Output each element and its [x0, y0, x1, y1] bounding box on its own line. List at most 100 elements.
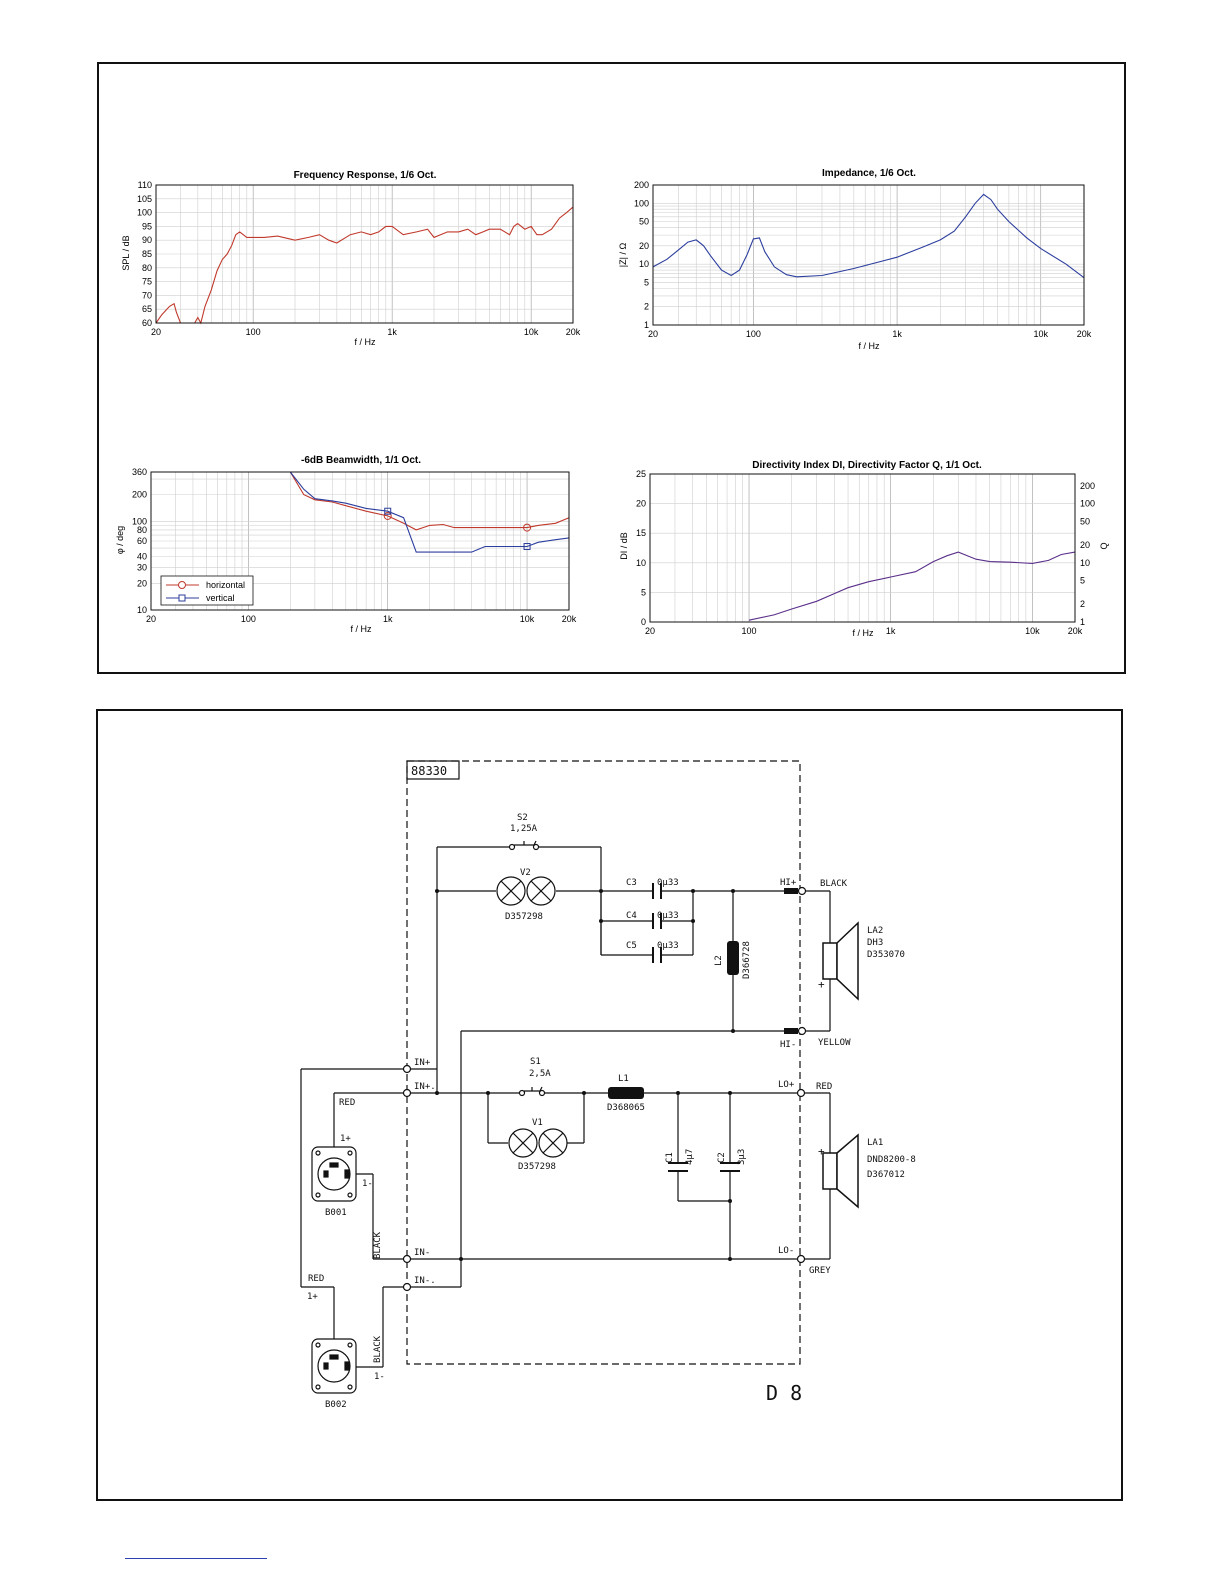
v2-lamp-2	[526, 876, 556, 906]
data-marker-horizontal	[523, 523, 532, 532]
s2-rating: 1,25A	[510, 824, 538, 834]
y-tick-label: 5	[644, 277, 649, 287]
crossover-schematic: 88330 S2 1,25A V2 D357298 C3 0μ33 C4 0μ3…	[300, 760, 916, 1410]
x-tick-label: 10k	[520, 614, 535, 624]
data-marker-vertical	[523, 543, 531, 551]
y-tick-label: 40	[137, 552, 147, 562]
la2-model: DH3	[867, 938, 883, 948]
v2-label: V2	[520, 868, 531, 878]
y-axis-label: |Z| / Ω	[618, 243, 628, 268]
junction-dot	[582, 1091, 586, 1095]
terminal-in-minus	[402, 1254, 412, 1264]
c4-label: C4	[626, 911, 637, 921]
v2-part: D357298	[505, 912, 543, 922]
charts-panel: Frequency Response, 1/6 Oct. SPL / dB f …	[97, 62, 1126, 674]
legend-label-vertical: vertical	[206, 593, 235, 603]
v1-label: V1	[532, 1118, 543, 1128]
y2-tick-label: 5	[1080, 576, 1085, 586]
y-tick-label: 30	[137, 563, 147, 573]
plot-border	[155, 184, 574, 324]
y-tick-label: 90	[142, 235, 152, 245]
series-line-vertical	[289, 471, 570, 553]
c1-label: C1	[665, 1152, 675, 1163]
terminal-hi-plus	[797, 886, 807, 896]
x-tick-label: 100	[742, 626, 757, 636]
l2-part: D366728	[742, 941, 752, 979]
terminal-hi-minus	[797, 1026, 807, 1036]
legend-label-horizontal: horizontal	[206, 580, 245, 590]
y-tick-label: 10	[137, 605, 147, 615]
x-axis-label: f / Hz	[350, 624, 372, 634]
x-tick-label: 20k	[1077, 329, 1092, 339]
la1-plus: +	[818, 1145, 825, 1158]
v1-lamp-1	[508, 1128, 538, 1158]
y-tick-label: 20	[636, 499, 646, 509]
b002-pin-minus: 1-	[374, 1372, 385, 1382]
c1-value: 4μ7	[685, 1149, 695, 1165]
red-wire-label-b001: RED	[339, 1098, 355, 1108]
y2-tick-label: 10	[1080, 558, 1090, 568]
beamwidth-chart: -6dB Beamwidth, 1/1 Oct. φ / deg f / Hz …	[115, 455, 577, 634]
yellow-wire-label: YELLOW	[818, 1038, 851, 1048]
switch-contact	[538, 1089, 546, 1097]
y-tick-label: 100	[137, 208, 152, 218]
y2-tick-label: 50	[1080, 516, 1090, 526]
junction-dot	[731, 1029, 735, 1033]
x-tick-label: 10k	[524, 327, 539, 337]
chart-series	[652, 193, 1085, 279]
junction-dot	[691, 919, 695, 923]
x-axis-label: f / Hz	[354, 337, 376, 347]
chart-title: -6dB Beamwidth, 1/1 Oct.	[301, 455, 421, 466]
in-minus-2-label: IN-.	[414, 1276, 436, 1286]
x-tick-label: 1k	[383, 614, 393, 624]
c4-value: 0μ33	[657, 911, 679, 921]
s2-label: S2	[517, 813, 528, 823]
hi-plus-label: HI+	[780, 878, 797, 888]
y-tick-label: 80	[142, 263, 152, 273]
y-tick-label: 70	[142, 290, 152, 300]
chart-grid	[649, 473, 1076, 623]
x-axis-label: f / Hz	[858, 341, 880, 351]
in-minus-label: IN-	[414, 1248, 430, 1258]
x-tick-label: 1k	[892, 329, 902, 339]
data-marker-horizontal	[383, 511, 392, 520]
y-tick-label: 50	[639, 217, 649, 227]
y-tick-label: 0	[641, 617, 646, 627]
junction-dot	[676, 1091, 680, 1095]
y-tick-label: 5	[641, 587, 646, 597]
b001-pin-minus: 1-	[362, 1179, 373, 1189]
lo-plus-label: LO+	[778, 1080, 795, 1090]
y-tick-label: 10	[639, 259, 649, 269]
y-tick-label: 1	[644, 320, 649, 330]
v2-lamp-1	[496, 876, 526, 906]
crossover-enclosure	[406, 760, 801, 1365]
y-tick-label: 110	[138, 180, 152, 190]
l1-inductor	[608, 1087, 644, 1099]
series-line-series-0	[155, 206, 574, 325]
y-tick-label: 100	[132, 516, 147, 526]
junction-dot	[728, 1257, 732, 1261]
terminal-lo-plus	[796, 1088, 806, 1098]
chart-series	[155, 206, 574, 325]
red-wire-label-lo: RED	[816, 1082, 832, 1092]
y-tick-label: 200	[634, 180, 649, 190]
la2-part: D353070	[867, 950, 905, 960]
series-line-series-0	[748, 551, 1076, 621]
y-tick-label: 60	[137, 536, 147, 546]
hi-minus-pin	[784, 1028, 798, 1034]
plot-border	[150, 471, 570, 611]
grey-wire-label: GREY	[809, 1266, 831, 1276]
junction-dot	[599, 919, 603, 923]
chart-series	[289, 471, 570, 553]
junction-dot	[731, 889, 735, 893]
c5-capacitor	[652, 947, 662, 963]
b002-label: B002	[325, 1400, 347, 1410]
switch-contact	[518, 1089, 526, 1097]
hi-plus-pin	[784, 888, 798, 894]
x-tick-label: 20	[648, 329, 658, 339]
y2-tick-label: 1	[1080, 617, 1085, 627]
la2-speaker-icon	[822, 921, 859, 1001]
